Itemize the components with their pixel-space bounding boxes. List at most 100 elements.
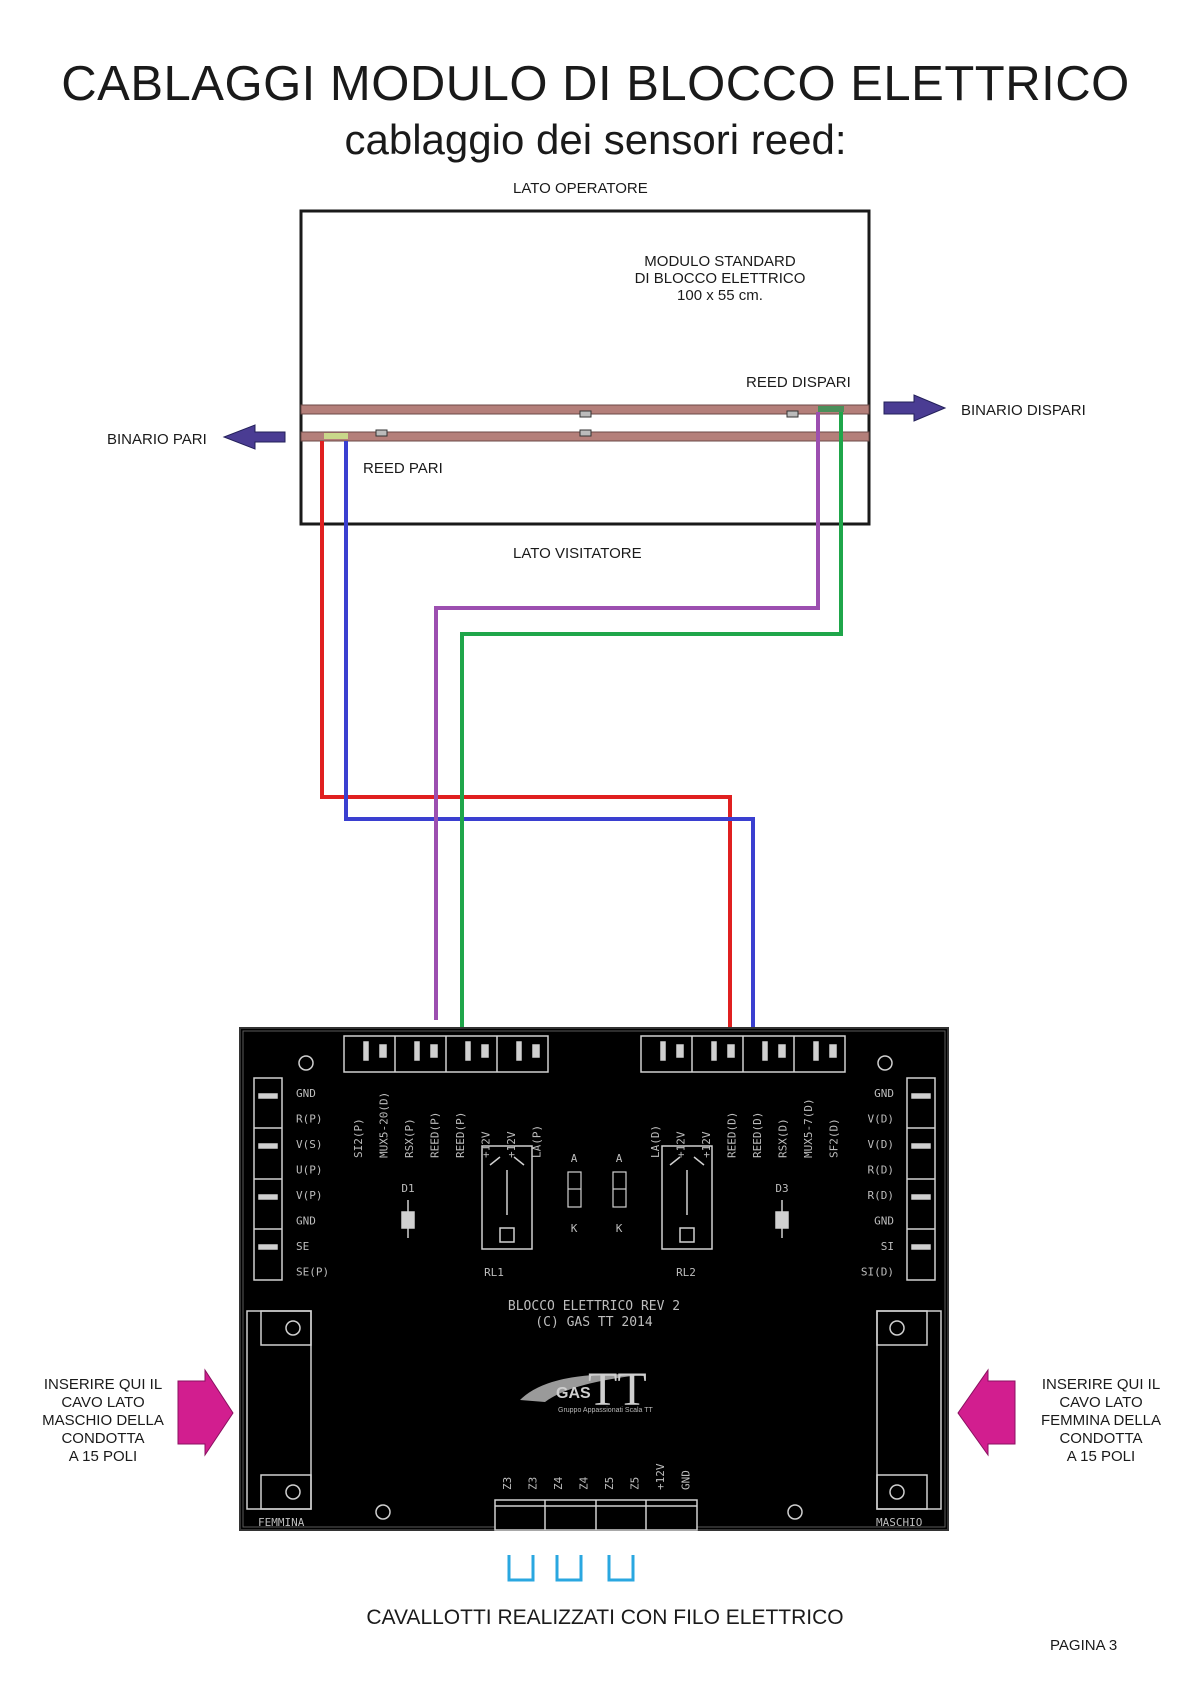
note-line: CAVO LATO [61, 1394, 145, 1411]
mounting-hole [787, 1504, 803, 1520]
top-left-pin-label: SI2(P) [352, 1118, 365, 1158]
binario-pari-arrow-icon [222, 424, 286, 450]
note-line: INSERIRE QUI IL [43, 1376, 163, 1393]
right-insert-arrow-icon [957, 1368, 1016, 1457]
top-right-pin-label: RSX(D) [777, 1118, 790, 1158]
right-pin-label: SI [881, 1240, 894, 1253]
board-title: BLOCCO ELETTRICO REV 2 [508, 1299, 680, 1314]
note-line: CONDOTTA [1059, 1430, 1143, 1447]
module-name-line: DI BLOCCO ELETTRICO [634, 270, 806, 287]
svg-text:K: K [571, 1222, 578, 1235]
logo-tagline: Gruppo Appassionati Scala TT [558, 1407, 654, 1414]
purple-wire [434, 412, 820, 1020]
bottom-pin-label: Z5 [629, 1477, 642, 1490]
jumpers-caption: CAVALLOTTI REALIZZATI CON FILO ELETTRICO [366, 1606, 844, 1629]
left-pin-label: SE [296, 1240, 309, 1253]
note-line: FEMMINA DELLA [1040, 1412, 1162, 1429]
note-line: A 15 POLI [68, 1448, 138, 1465]
lato-operatore-label: LATO OPERATORE [513, 180, 648, 197]
reed-sensor [786, 410, 799, 418]
svg-text:A: A [616, 1152, 623, 1165]
mounting-hole [877, 1055, 893, 1071]
right-pin-label: GND [874, 1087, 894, 1100]
page-number: PAGINA 3 [1050, 1637, 1118, 1654]
jumper-wire [555, 1555, 583, 1582]
page-title: CABLAGGI MODULO DI BLOCCO ELETTRICO [61, 57, 1130, 111]
jumper-wire [507, 1555, 535, 1582]
top-left-pin-label: REED(P) [454, 1112, 467, 1158]
right-pin-label: GND [874, 1215, 894, 1228]
top-left-pin-label: RSX(P) [403, 1118, 416, 1158]
top-right-pin-label: SF2(D) [828, 1118, 841, 1158]
reed-sensor [579, 410, 592, 418]
note-line: CONDOTTA [61, 1430, 145, 1447]
bottom-pin-label: Z4 [552, 1476, 565, 1490]
top-right-pin-label: +12V [700, 1131, 713, 1158]
module-outline [299, 209, 871, 526]
relay-rl1 [481, 1145, 533, 1250]
reed-even-sensor [324, 433, 348, 439]
diode-d3 [775, 1211, 789, 1229]
left-note: INSERIRE QUI IL CAVO LATO MASCHIO DELLA … [28, 1376, 178, 1466]
binario-pari-label: BINARIO PARI [107, 431, 207, 448]
note-line: A 15 POLI [1066, 1448, 1136, 1465]
reed-pari-label: REED PARI [363, 460, 443, 477]
mounting-hole [375, 1504, 391, 1520]
note-line: MASCHIO DELLA [42, 1412, 164, 1429]
diode3-label: D3 [775, 1182, 788, 1195]
left-pin-label: SE(P) [296, 1266, 329, 1279]
note-line: CAVO LATO [1059, 1394, 1143, 1411]
bottom-pin-label: GND [680, 1470, 693, 1490]
bottom-pin-label: Z5 [603, 1477, 616, 1490]
right-pin-label: V(D) [868, 1138, 895, 1151]
right-pin-label: SI(D) [861, 1266, 894, 1279]
mounting-hole [298, 1055, 314, 1071]
male-label: MASCHIO [876, 1516, 922, 1529]
top-left-pin-label: LA(P) [531, 1125, 544, 1158]
top-right-pin-label: REED(D) [751, 1112, 764, 1158]
svg-text:K: K [616, 1222, 623, 1235]
relay1-label: RL1 [484, 1266, 504, 1279]
reed-sensor [579, 429, 592, 437]
relay2-label: RL2 [676, 1266, 696, 1279]
left-pin-label: GND [296, 1215, 316, 1228]
left-pin-label: V(P) [296, 1189, 323, 1202]
top-left-terminal-block [343, 1035, 549, 1073]
right-note: INSERIRE QUI IL CAVO LATO FEMMINA DELLA … [1026, 1376, 1176, 1466]
bottom-pin-label: +12V [654, 1463, 667, 1490]
left-pin-label: V(S) [296, 1138, 323, 1151]
logo-swoosh [520, 1374, 640, 1402]
diode1-label: D1 [401, 1182, 414, 1195]
top-right-terminal-block [640, 1035, 846, 1073]
logo-gas: GAS [556, 1385, 591, 1402]
red-wire [320, 441, 732, 1028]
note-line: INSERIRE QUI IL [1041, 1376, 1161, 1393]
lato-visitatore-label: LATO VISITATORE [513, 545, 642, 562]
reed-odd-sensor [818, 406, 844, 412]
top-right-pin-label: MUX5-7(D) [802, 1098, 815, 1158]
green-wire [460, 412, 843, 1028]
bottom-terminal-block [494, 1499, 698, 1531]
reed-sensor [375, 429, 388, 437]
logo-tt: TT [588, 1363, 647, 1416]
binario-dispari-arrow-icon [883, 394, 947, 422]
svg-text:A: A [571, 1152, 578, 1165]
top-left-pin-label: REED(P) [429, 1112, 442, 1158]
left-pin-label: U(P) [296, 1164, 323, 1177]
bottom-pin-label: Z4 [578, 1476, 591, 1490]
left-insert-arrow-icon [177, 1368, 234, 1457]
page-subtitle: cablaggio dei sensori reed: [344, 116, 847, 163]
right-pin-label: V(D) [868, 1113, 895, 1126]
left-terminal-block [253, 1077, 283, 1281]
left-pin-label: GND [296, 1087, 316, 1100]
board-copyright: (C) GAS TT 2014 [535, 1315, 653, 1330]
top-right-pin-label: +12V [675, 1131, 688, 1158]
top-right-pin-label: LA(D) [649, 1125, 662, 1158]
jumper-wire [607, 1555, 635, 1582]
module-name: MODULO STANDARD DI BLOCCO ELETTRICO 100 … [610, 253, 830, 304]
top-left-pin-label: +12V [505, 1131, 518, 1158]
blue-wire [344, 441, 755, 1028]
top-left-pin-label: +12V [480, 1131, 493, 1158]
right-pin-label: R(D) [868, 1164, 895, 1177]
